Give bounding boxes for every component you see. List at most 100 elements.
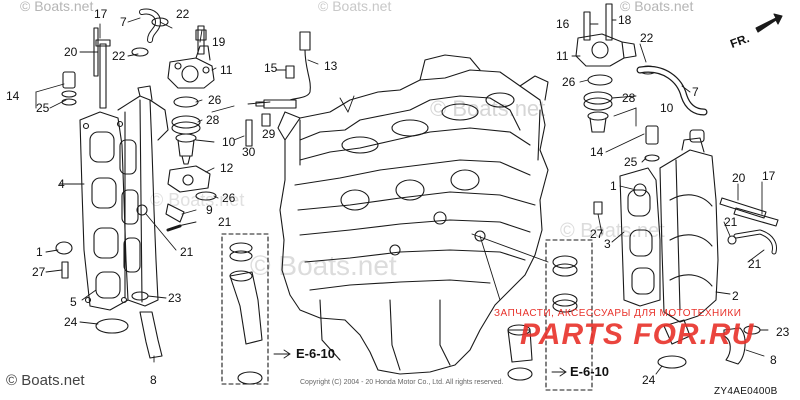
callout: 26 xyxy=(208,93,222,107)
thermostat-housing-left xyxy=(167,29,215,89)
section-reference[interactable]: E-6-10 xyxy=(296,346,336,361)
bolt-20-right xyxy=(719,197,767,219)
callout: 19 xyxy=(212,35,226,49)
watermark: © Boats.net xyxy=(20,0,94,14)
callout: 22 xyxy=(640,31,654,45)
callout: 22 xyxy=(112,49,126,63)
callout: 14 xyxy=(6,89,20,103)
gasket-26-left-top xyxy=(173,96,199,108)
washer-25-right xyxy=(644,154,660,162)
callout: 1 xyxy=(36,245,43,259)
watermark: © Boats.net xyxy=(318,0,392,14)
callout: 28 xyxy=(622,91,636,105)
water-tube-center xyxy=(507,324,533,381)
thermostat-housing-right xyxy=(575,33,637,67)
hose-8-left xyxy=(139,311,163,359)
callout: 21 xyxy=(180,245,194,259)
grommet-1-left xyxy=(55,241,73,255)
gasket-24-right xyxy=(657,355,687,369)
direction-arrow xyxy=(755,13,783,33)
grommet-21-left xyxy=(136,204,148,216)
callout: 7 xyxy=(692,85,699,99)
bolt-16 xyxy=(583,11,591,41)
brand-tagline: ЗАПЧАСТИ, АКСЕССУАРЫ ДЛЯ МОТОТЕХНИКИ xyxy=(494,308,742,319)
callout: 28 xyxy=(206,113,220,127)
callout: 25 xyxy=(624,155,638,169)
callout: 22 xyxy=(176,7,190,21)
bolt-30 xyxy=(245,119,253,147)
callout: 4 xyxy=(58,177,65,191)
callout: 5 xyxy=(70,295,77,309)
water-tube-left xyxy=(229,242,263,385)
bolt-18 xyxy=(605,3,613,41)
hose-8-right xyxy=(723,327,746,365)
thermostat-10-left xyxy=(175,133,197,165)
callout: 12 xyxy=(220,161,234,175)
plug-29 xyxy=(261,113,271,127)
fitting-9 xyxy=(165,203,185,223)
bolt-left-20 xyxy=(95,39,111,109)
brand-logo-text: PARTS FOR.RU xyxy=(520,318,755,351)
plug-14-right xyxy=(645,125,659,145)
sensor-13 xyxy=(255,31,311,109)
callout: 11 xyxy=(556,49,569,63)
gasket-26-right xyxy=(587,74,613,86)
callout: 21 xyxy=(748,257,762,271)
diagram-code: ZY4AE0400B xyxy=(714,386,778,397)
callout: 8 xyxy=(150,373,157,387)
watermark: © Boats.net xyxy=(620,0,694,14)
left-manifold-gasket xyxy=(79,111,129,311)
watermark: © Boats.net xyxy=(6,372,85,389)
watermark: © Boats.net xyxy=(150,190,245,210)
callout: 11 xyxy=(220,63,233,77)
callout: 13 xyxy=(324,59,338,73)
callout: 16 xyxy=(556,17,570,31)
callout: 24 xyxy=(642,373,656,387)
callout: 2 xyxy=(732,289,739,303)
watermark: © Boats.net xyxy=(560,220,665,242)
callout: 20 xyxy=(64,45,78,59)
thermostat-10-right xyxy=(587,111,609,133)
cover-12-left xyxy=(167,165,211,193)
gasket-3-right xyxy=(619,167,661,307)
callout: 29 xyxy=(262,127,276,141)
callout: 24 xyxy=(64,315,78,329)
bolt-19 xyxy=(197,25,205,55)
callout: 9 xyxy=(206,203,213,217)
callout: 15 xyxy=(264,61,278,75)
bolt-15 xyxy=(285,65,295,79)
screw-27-right xyxy=(593,201,603,215)
water-tube-right xyxy=(552,255,578,313)
gasket-24-left xyxy=(95,318,129,334)
callout: 30 xyxy=(242,145,256,159)
callout: 8 xyxy=(770,353,777,367)
screw-27-left xyxy=(61,261,69,279)
callout: 20 xyxy=(732,171,746,185)
callout: 26 xyxy=(562,75,576,89)
callout: 26 xyxy=(222,191,236,205)
callout: 21 xyxy=(218,215,232,229)
callout: 21 xyxy=(724,215,738,229)
inset-box-left xyxy=(221,233,269,385)
callout: 27 xyxy=(590,227,604,241)
callout: 18 xyxy=(618,13,632,27)
callout: 10 xyxy=(222,135,236,149)
clamp-23-left xyxy=(131,291,149,301)
manifold-cover-2-right xyxy=(659,129,719,323)
callout: 17 xyxy=(94,7,108,21)
callout: 14 xyxy=(590,145,604,159)
bolt-left-17 xyxy=(93,27,99,77)
plug-14 xyxy=(61,71,77,106)
callout: 1 xyxy=(610,179,617,193)
callout: 3 xyxy=(604,237,611,251)
copyright-notice: Copyright (C) 2004 - 20 Honda Motor Co.,… xyxy=(300,379,504,386)
bolt-17-right xyxy=(733,207,779,227)
callout: 10 xyxy=(660,101,674,115)
callout: 27 xyxy=(32,265,46,279)
callout: 7 xyxy=(120,15,127,29)
section-reference[interactable]: E-6-10 xyxy=(570,364,610,379)
seal-28-left xyxy=(171,115,201,129)
cylinder-block xyxy=(277,54,549,375)
